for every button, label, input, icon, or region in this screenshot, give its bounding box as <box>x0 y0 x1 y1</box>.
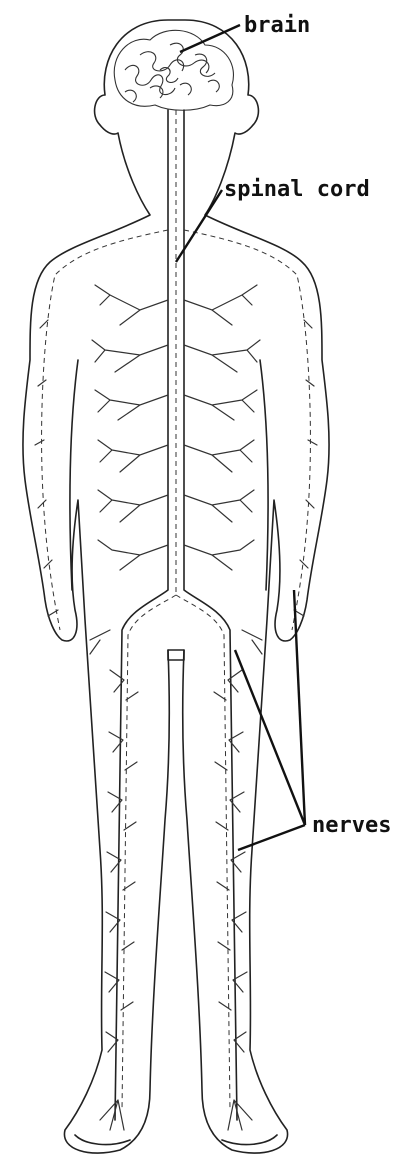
spinal-cord-label: spinal cord <box>224 177 370 202</box>
nerves-pointer-lower <box>238 825 305 850</box>
nerves-label: nerves <box>312 813 391 838</box>
brain <box>114 30 233 110</box>
label-pointers <box>176 25 305 850</box>
nerves-pointer-upper <box>235 650 305 825</box>
brain-label: brain <box>244 13 310 38</box>
spinal-cord-pointer <box>176 190 222 262</box>
